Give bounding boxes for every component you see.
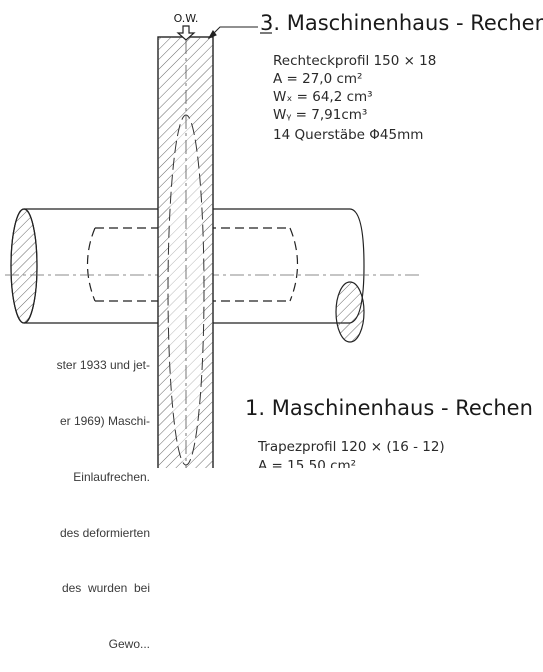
leader-arrow — [207, 26, 258, 40]
caption-line: ster 1933 und jet- — [56, 358, 150, 373]
technical-drawing: O.W. 3. Maschinenhaus - Rechen Rechteckp… — [5, 11, 543, 468]
caption-line: des wurden bei — [61, 581, 150, 596]
section-3-spec: Rechteckprofil 150 × 18 — [273, 53, 436, 69]
caption-text: ster 1933 und jet- er 1969) Maschi- Einl… — [0, 319, 150, 672]
section-1-title: 1. Maschinenhaus - Rechen — [245, 396, 533, 420]
ow-label: O.W. — [174, 12, 199, 25]
caption-line: er 1969) Maschi- — [59, 413, 150, 428]
caption-line: Einlaufrechen. — [73, 469, 150, 484]
caption-line: des deformierten — [59, 525, 150, 540]
section-3-spec: Wᵧ = 7,91cm³ — [273, 107, 367, 123]
ow-arrow — [176, 25, 196, 41]
section-3-spec: A = 27,0 cm² — [273, 71, 362, 87]
pipe — [5, 208, 420, 343]
section-3-spec: Wₓ = 64,2 cm³ — [273, 89, 373, 105]
caption-line: Gewo... — [108, 637, 150, 652]
pipe-right-end-face — [335, 281, 365, 343]
section-3-spec: 14 Querstäbe Φ45mm — [273, 127, 423, 143]
pipe-left-end-face — [10, 208, 38, 324]
section-1-spec: A = 15,50 cm² — [258, 458, 356, 468]
section-1-spec: Trapezprofil 120 × (16 - 12) — [257, 439, 445, 455]
rack-bar — [157, 36, 214, 468]
section-3-title: 3. Maschinenhaus - Rechen — [260, 11, 543, 35]
